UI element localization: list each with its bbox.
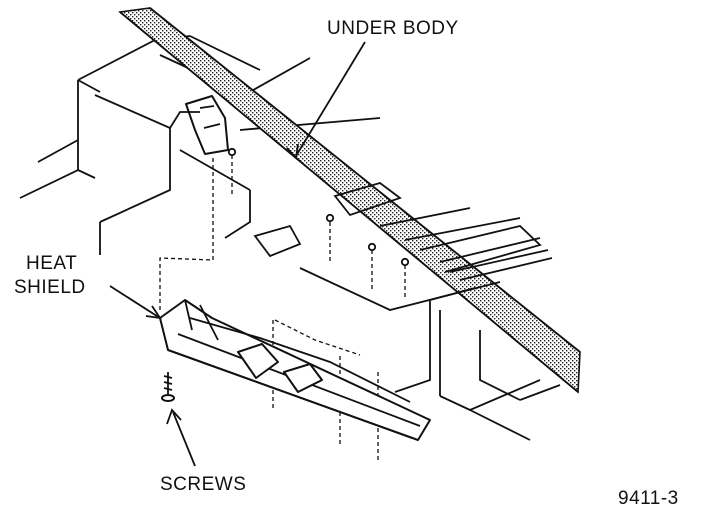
- leader-lines: [109, 41, 366, 467]
- heat-shield: [159, 299, 431, 441]
- under-body-label: UNDER BODY: [327, 18, 459, 39]
- heat-shield-label-line2: SHIELD: [14, 277, 86, 298]
- under-body: [19, 7, 581, 460]
- figure-number: 9411-3: [618, 488, 679, 509]
- screw: [161, 372, 175, 402]
- screws-label: SCREWS: [160, 474, 247, 495]
- heat-shield-label-line1: HEAT: [26, 253, 78, 274]
